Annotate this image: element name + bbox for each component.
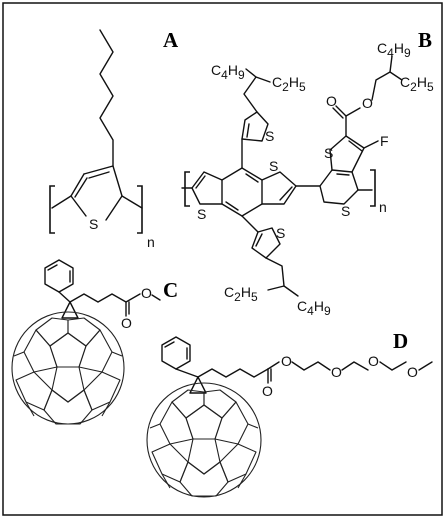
ester-oxygen-d: O xyxy=(281,353,292,369)
thiophene-double-bond-a1 xyxy=(88,171,110,179)
carbonyl-oxygen-c: O xyxy=(121,315,132,331)
ester-chain-c2h5: C2H5 xyxy=(400,74,434,94)
ester-bond-d xyxy=(267,361,280,370)
ester-branch-ethyl xyxy=(389,71,403,81)
ester-bond-c xyxy=(125,293,141,303)
bdt-central-benzene xyxy=(221,167,263,217)
panel-label-a: A xyxy=(163,28,179,52)
bottom-branched-chain xyxy=(265,257,299,297)
phenyl-ring-d xyxy=(161,336,191,370)
fullerene-cage-d xyxy=(146,382,262,498)
thienothiophene-upper-ring xyxy=(329,135,365,173)
bdt-benzene-double-1 xyxy=(245,173,259,183)
ether-oxygen-d3: O xyxy=(407,364,418,380)
peg-segment-1 xyxy=(291,361,331,371)
bottom-thiophene-double xyxy=(255,233,263,247)
sulfur-atom-bdt-left: S xyxy=(197,206,206,222)
sulfur-atom-tt-upper: S xyxy=(324,145,333,161)
backbone-link-right xyxy=(121,195,143,209)
cyclopropane-d xyxy=(189,376,207,394)
thiophene-double-bond-a2 xyxy=(74,177,88,198)
ester-branched-chain xyxy=(371,55,393,101)
top-branched-chain xyxy=(243,68,258,113)
ester-c-o-double xyxy=(335,105,347,117)
peg-segment-2 xyxy=(341,361,369,371)
butyrate-chain-c xyxy=(69,293,127,317)
phenyl-ring-c xyxy=(44,259,74,293)
bdt-benzene-double-2 xyxy=(225,201,239,211)
top-thiophene-ring xyxy=(241,111,269,142)
tt-mid-double xyxy=(336,173,350,176)
bottom-thiophene-link xyxy=(241,215,259,233)
top-branch-ethyl xyxy=(255,76,271,83)
ester-chain-c4h9: C4H9 xyxy=(377,40,411,60)
methyl-d xyxy=(418,361,433,371)
ester-c-o-double-2 xyxy=(332,107,344,119)
repeat-index-a: n xyxy=(147,234,155,250)
top-chain-c2h5: C2H5 xyxy=(272,74,306,94)
repeat-bracket-right-a xyxy=(137,185,143,234)
ester-ether-oxygen: O xyxy=(362,95,373,111)
backbone-link-left xyxy=(51,195,72,209)
repeat-bracket-right-b xyxy=(370,169,376,207)
butyrate-chain-d xyxy=(197,368,269,378)
top-chain-c4h9: C4H9 xyxy=(211,62,245,82)
tt-upper-double xyxy=(348,140,363,152)
fluorine-atom: F xyxy=(380,133,389,149)
sulfur-atom-tt-lower: S xyxy=(341,203,350,219)
ether-oxygen-d1: O xyxy=(331,364,342,380)
panel-label-c: C xyxy=(163,278,178,302)
ester-carbonyl-oxygen: O xyxy=(326,93,337,109)
phenyl-c-double-1 xyxy=(47,264,58,271)
panel-label-b: B xyxy=(418,28,432,52)
repeat-index-b: n xyxy=(379,199,387,215)
p3ht-structure: A S n xyxy=(49,28,179,250)
bdt-left-double xyxy=(195,175,206,189)
ether-oxygen-d2: O xyxy=(368,353,379,369)
thiophene-s-bond-left xyxy=(70,195,87,217)
bottom-chain-c2h5: C2H5 xyxy=(224,284,258,304)
carbonyl-oxygen-d: O xyxy=(262,383,273,399)
bottom-branch-ethyl xyxy=(267,285,285,291)
repeat-bracket-left-a xyxy=(49,185,55,234)
thiophene-ring-a-c5 xyxy=(70,173,85,197)
bottom-chain-c4h9: C4H9 xyxy=(297,298,331,318)
pcbm-structure: C O O xyxy=(11,259,178,425)
sulfur-atom-a: S xyxy=(89,216,98,232)
phenyl-to-cyclopropane xyxy=(58,291,71,303)
bdt-right-double xyxy=(279,186,293,201)
benzodithiophene-polymer-structure: B C4H9 C2H5 S S S S xyxy=(181,28,434,318)
phenyl-d-double-1 xyxy=(164,341,175,348)
fluoro-bond xyxy=(363,140,379,149)
thienothiophene-lower-ring xyxy=(319,169,359,205)
panel-label-d: D xyxy=(393,329,408,353)
top-thiophene-double xyxy=(246,123,250,138)
methyl-c xyxy=(151,294,161,301)
phenyl-to-cyclopropane-d xyxy=(175,368,199,378)
sulfur-atom-bdt-right: S xyxy=(269,158,278,174)
cyclopropane-c xyxy=(61,301,79,319)
thiophene-ring-a xyxy=(83,165,123,221)
ester-oxygen-c: O xyxy=(141,285,152,301)
fullerene-cage-c xyxy=(11,311,125,425)
repeat-bracket-left-b xyxy=(184,171,190,207)
sulfur-atom-top-thiophene: S xyxy=(265,128,274,144)
sulfur-atom-bottom-thiophene: S xyxy=(276,225,285,241)
bottom-thiophene-ring xyxy=(251,227,281,259)
ester-c-o-single xyxy=(345,107,361,117)
peg-segment-3 xyxy=(379,361,407,371)
hexyl-side-chain xyxy=(99,29,114,167)
peg-fullerene-structure: D O O O O O xyxy=(146,329,433,498)
